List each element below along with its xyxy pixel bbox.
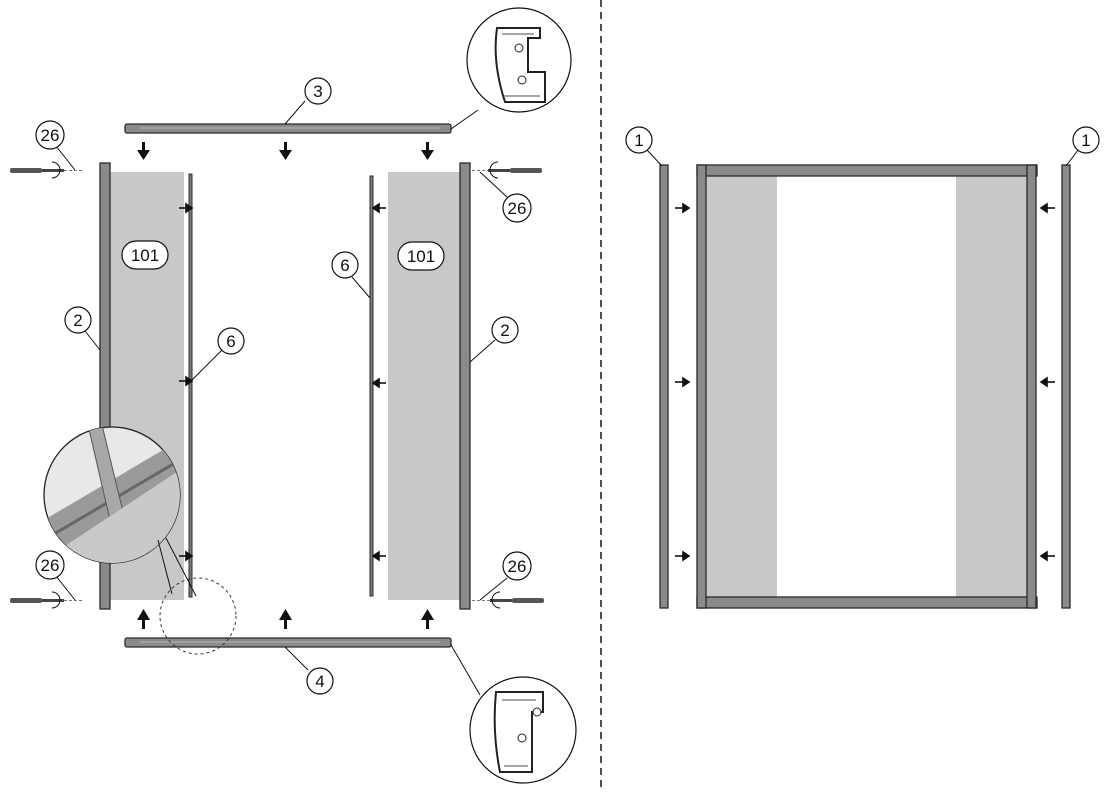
frame-bottom-rail: [696, 596, 1038, 609]
up-arrow-icon: [137, 609, 434, 629]
right-strip-6: [369, 175, 374, 597]
assembled-view: 1 1: [625, 126, 1100, 609]
side-strip-1-left: [659, 164, 669, 609]
callout-6-left: 6: [191, 327, 245, 381]
panel-label-left: 101: [121, 240, 169, 270]
svg-text:26: 26: [508, 557, 527, 576]
callout-6-right: 6: [331, 251, 371, 299]
profile-detail-top: [450, 7, 572, 130]
callout-2-right: 2: [469, 316, 519, 363]
svg-text:1: 1: [1081, 131, 1090, 150]
left-panel-fill: [706, 176, 777, 598]
right-arrow-icon: [675, 202, 691, 562]
strip-arrows: [179, 202, 386, 562]
svg-text:2: 2: [73, 311, 82, 330]
side-strip-1-right: [1061, 164, 1071, 609]
left-stile-2: [99, 162, 111, 610]
frame-left-stile: [696, 164, 707, 609]
screwdriver-icon: [472, 591, 544, 609]
svg-text:2: 2: [500, 321, 509, 340]
svg-text:4: 4: [315, 672, 324, 691]
right-panel-101: [388, 172, 460, 600]
left-strip-6: [188, 173, 193, 598]
exploded-view: 101 101: [10, 7, 577, 784]
right-stile-2: [459, 162, 471, 610]
profile-detail-bottom: [450, 644, 577, 784]
callout-1-right: 1: [1065, 126, 1100, 167]
callout-4: 4: [284, 646, 334, 695]
svg-text:26: 26: [41, 556, 60, 575]
svg-text:101: 101: [131, 246, 159, 265]
callout-2-left: 2: [64, 306, 101, 351]
svg-text:26: 26: [41, 126, 60, 145]
svg-text:101: 101: [407, 247, 435, 266]
svg-text:6: 6: [226, 332, 235, 351]
callout-1-left: 1: [625, 126, 663, 167]
panel-label-right: 101: [397, 241, 445, 271]
corner-detail-magnifier: [43, 426, 237, 655]
callout-3: 3: [284, 77, 332, 125]
left-arrow-icon: [1039, 202, 1055, 562]
frame-right-stile: [1026, 164, 1037, 609]
screwdriver-icon: [472, 161, 542, 179]
callout-26-bottom-right: 26: [479, 551, 532, 601]
callout-26-top-left: 26: [35, 120, 76, 171]
svg-text:26: 26: [508, 199, 527, 218]
right-panel-fill: [956, 176, 1027, 598]
svg-text:6: 6: [340, 256, 349, 275]
screwdriver-icon: [10, 161, 84, 179]
screwdriver-icon: [10, 591, 84, 609]
svg-text:1: 1: [634, 131, 643, 150]
callout-26-top-right: 26: [479, 171, 532, 223]
frame-top-rail: [696, 164, 1038, 177]
callout-26-bottom-left: 26: [35, 550, 76, 601]
svg-text:3: 3: [313, 82, 322, 101]
down-arrow-icon: [137, 142, 434, 160]
